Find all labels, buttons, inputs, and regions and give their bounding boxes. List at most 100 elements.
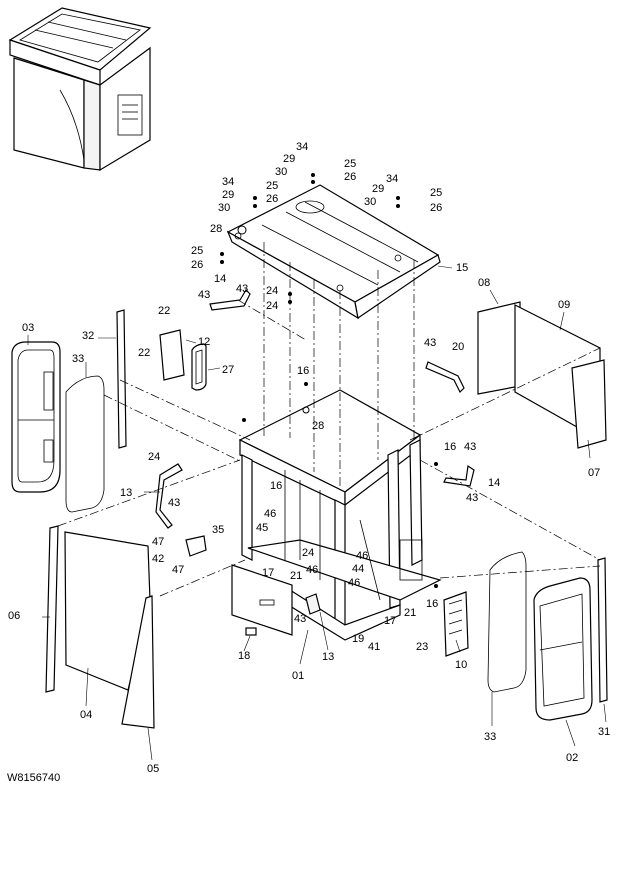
label-10: 10 xyxy=(455,659,467,671)
label-28b: 28 xyxy=(312,420,324,432)
label-42: 42 xyxy=(152,553,164,565)
label-24b: 24 xyxy=(302,547,314,559)
label-30b: 30 xyxy=(275,166,287,178)
cab-overview-inset xyxy=(8,7,152,172)
door-left xyxy=(11,341,61,493)
label-06: 06 xyxy=(8,610,20,622)
handle-14-upper xyxy=(209,289,251,311)
label-43g: 43 xyxy=(294,613,306,625)
glass-07 xyxy=(571,359,607,449)
cab-frame xyxy=(231,389,442,641)
handle-14-lower xyxy=(443,464,475,487)
label-11: 12 xyxy=(198,336,210,348)
label-47b: 47 xyxy=(172,564,184,576)
part-labels: 03 32 33 06 04 05 22 22 12 27 14 43 43 2… xyxy=(8,141,610,775)
fasteners xyxy=(220,173,438,588)
label-25: 25 xyxy=(191,245,203,257)
handle-20 xyxy=(425,361,465,394)
strip-31 xyxy=(597,557,608,703)
label-43d: 43 xyxy=(464,441,476,453)
label-16c: 16 xyxy=(270,480,282,492)
label-46: 46 xyxy=(264,508,276,520)
label-34b: 34 xyxy=(296,141,308,153)
label-33b: 33 xyxy=(484,731,496,743)
label-01: 01 xyxy=(292,670,304,682)
label-02: 02 xyxy=(566,752,578,764)
label-45: 45 xyxy=(256,522,268,534)
label-44: 44 xyxy=(352,563,364,575)
label-25e: 24 xyxy=(266,285,278,297)
label-46c: 46 xyxy=(356,550,368,562)
label-29: 29 xyxy=(222,189,234,201)
label-25c: 25 xyxy=(344,158,356,170)
label-12: 13 xyxy=(322,651,334,663)
label-05: 05 xyxy=(147,763,159,775)
label-04: 04 xyxy=(80,709,92,721)
label-15: 15 xyxy=(456,262,468,274)
label-35: 35 xyxy=(212,524,224,536)
label-27: 27 xyxy=(222,364,234,376)
label-26: 26 xyxy=(191,259,203,271)
label-43c: 43 xyxy=(424,337,436,349)
label-26d: 26 xyxy=(430,202,442,214)
label-19: 19 xyxy=(352,633,364,645)
label-16: 16 xyxy=(297,365,309,377)
label-20: 20 xyxy=(452,341,464,353)
label-17: 17 xyxy=(262,567,274,579)
strip-32 xyxy=(116,309,127,449)
label-21: 21 xyxy=(290,570,302,582)
label-46d: 46 xyxy=(348,577,360,589)
seal-left xyxy=(65,375,105,513)
label-16d: 16 xyxy=(426,598,438,610)
label-26e: 24 xyxy=(266,300,278,312)
label-03: 03 xyxy=(22,322,34,334)
label-25d: 25 xyxy=(430,187,442,199)
glass-05 xyxy=(121,595,155,729)
label-31: 31 xyxy=(598,726,610,738)
label-16b: 16 xyxy=(444,441,456,453)
label-14: 14 xyxy=(214,273,226,285)
window-27 xyxy=(191,343,207,391)
label-43f: 43 xyxy=(168,497,180,509)
label-28: 28 xyxy=(210,223,222,235)
label-30c: 30 xyxy=(364,196,376,208)
window-11 xyxy=(159,329,185,381)
label-26b: 26 xyxy=(266,193,278,205)
label-26c: 26 xyxy=(344,171,356,183)
label-43b: 43 xyxy=(236,283,248,295)
leader-lines xyxy=(27,265,607,761)
roof-panel xyxy=(226,184,441,320)
part-35 xyxy=(185,535,207,557)
label-46b: 46 xyxy=(306,564,318,576)
label-25b: 25 xyxy=(266,180,278,192)
label-33: 33 xyxy=(72,353,84,365)
label-14b: 14 xyxy=(488,477,500,489)
handle-13 xyxy=(155,463,183,529)
label-34c: 34 xyxy=(386,173,398,185)
label-32: 32 xyxy=(82,330,94,342)
label-23: 23 xyxy=(416,641,428,653)
glass-08 xyxy=(477,301,521,395)
label-21b: 21 xyxy=(404,607,416,619)
label-08: 08 xyxy=(478,277,490,289)
glass-06 xyxy=(45,525,59,693)
label-17b: 17 xyxy=(384,615,396,627)
alignment-lines xyxy=(57,242,601,597)
drawing-code: W8156740 xyxy=(7,772,60,784)
door-right xyxy=(533,577,593,721)
label-13: 13 xyxy=(120,487,132,499)
label-22b: 22 xyxy=(138,347,150,359)
label-41: 41 xyxy=(368,641,380,653)
label-47: 47 xyxy=(152,536,164,548)
label-29c: 29 xyxy=(372,183,384,195)
label-22: 22 xyxy=(158,305,170,317)
seal-right xyxy=(487,551,527,693)
cover-10 xyxy=(443,591,469,657)
label-07: 07 xyxy=(588,467,600,479)
label-18: 18 xyxy=(238,650,250,662)
label-24: 24 xyxy=(148,451,160,463)
label-29b: 29 xyxy=(283,153,295,165)
label-34: 34 xyxy=(222,176,234,188)
label-43: 43 xyxy=(198,289,210,301)
